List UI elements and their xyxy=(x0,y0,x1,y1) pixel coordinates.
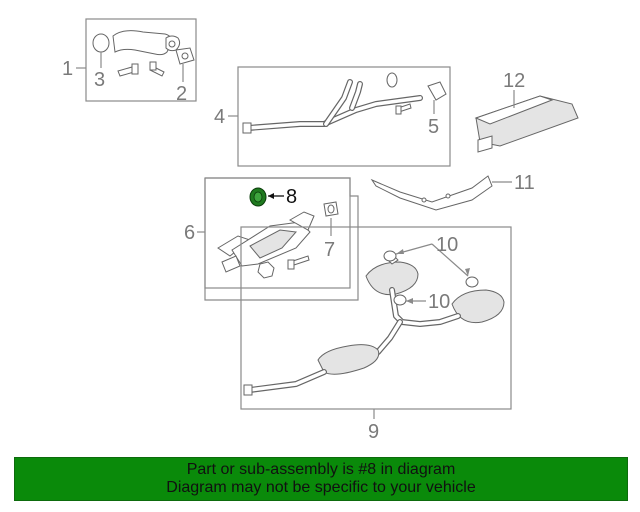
heat-shield-part xyxy=(474,95,579,153)
group-6-box xyxy=(197,177,359,301)
callout-6[interactable]: 6 xyxy=(184,222,195,244)
callout-8[interactable]: 8 xyxy=(286,186,297,208)
converter-part xyxy=(217,201,339,279)
callout-12[interactable]: 12 xyxy=(503,70,525,92)
callout-10-upper[interactable]: 10 xyxy=(436,234,458,256)
group-1-box xyxy=(76,18,197,102)
callout-9[interactable]: 9 xyxy=(368,421,379,443)
part-8-highlighted[interactable] xyxy=(249,187,267,207)
callout-2[interactable]: 2 xyxy=(176,83,187,105)
group-4-box xyxy=(228,66,451,167)
callout-4[interactable]: 4 xyxy=(214,106,225,128)
callout-11[interactable]: 11 xyxy=(514,172,535,194)
callout-10-lower[interactable]: 10 xyxy=(428,291,450,313)
banner-line-1: Part or sub-assembly is #8 in diagram xyxy=(186,461,456,478)
front-pipe-part xyxy=(242,72,447,134)
callout-7[interactable]: 7 xyxy=(324,239,335,261)
rear-exhaust-part xyxy=(243,250,505,396)
info-banner: Part or sub-assembly is #8 in diagram Di… xyxy=(14,457,628,501)
group-1-parts xyxy=(92,30,195,77)
callout-3[interactable]: 3 xyxy=(94,69,105,91)
callout-5[interactable]: 5 xyxy=(428,116,439,138)
bracket-part xyxy=(370,175,493,211)
callout-1[interactable]: 1 xyxy=(62,58,73,80)
banner-line-2: Diagram may not be specific to your vehi… xyxy=(166,479,476,496)
group-9-box xyxy=(240,226,512,419)
